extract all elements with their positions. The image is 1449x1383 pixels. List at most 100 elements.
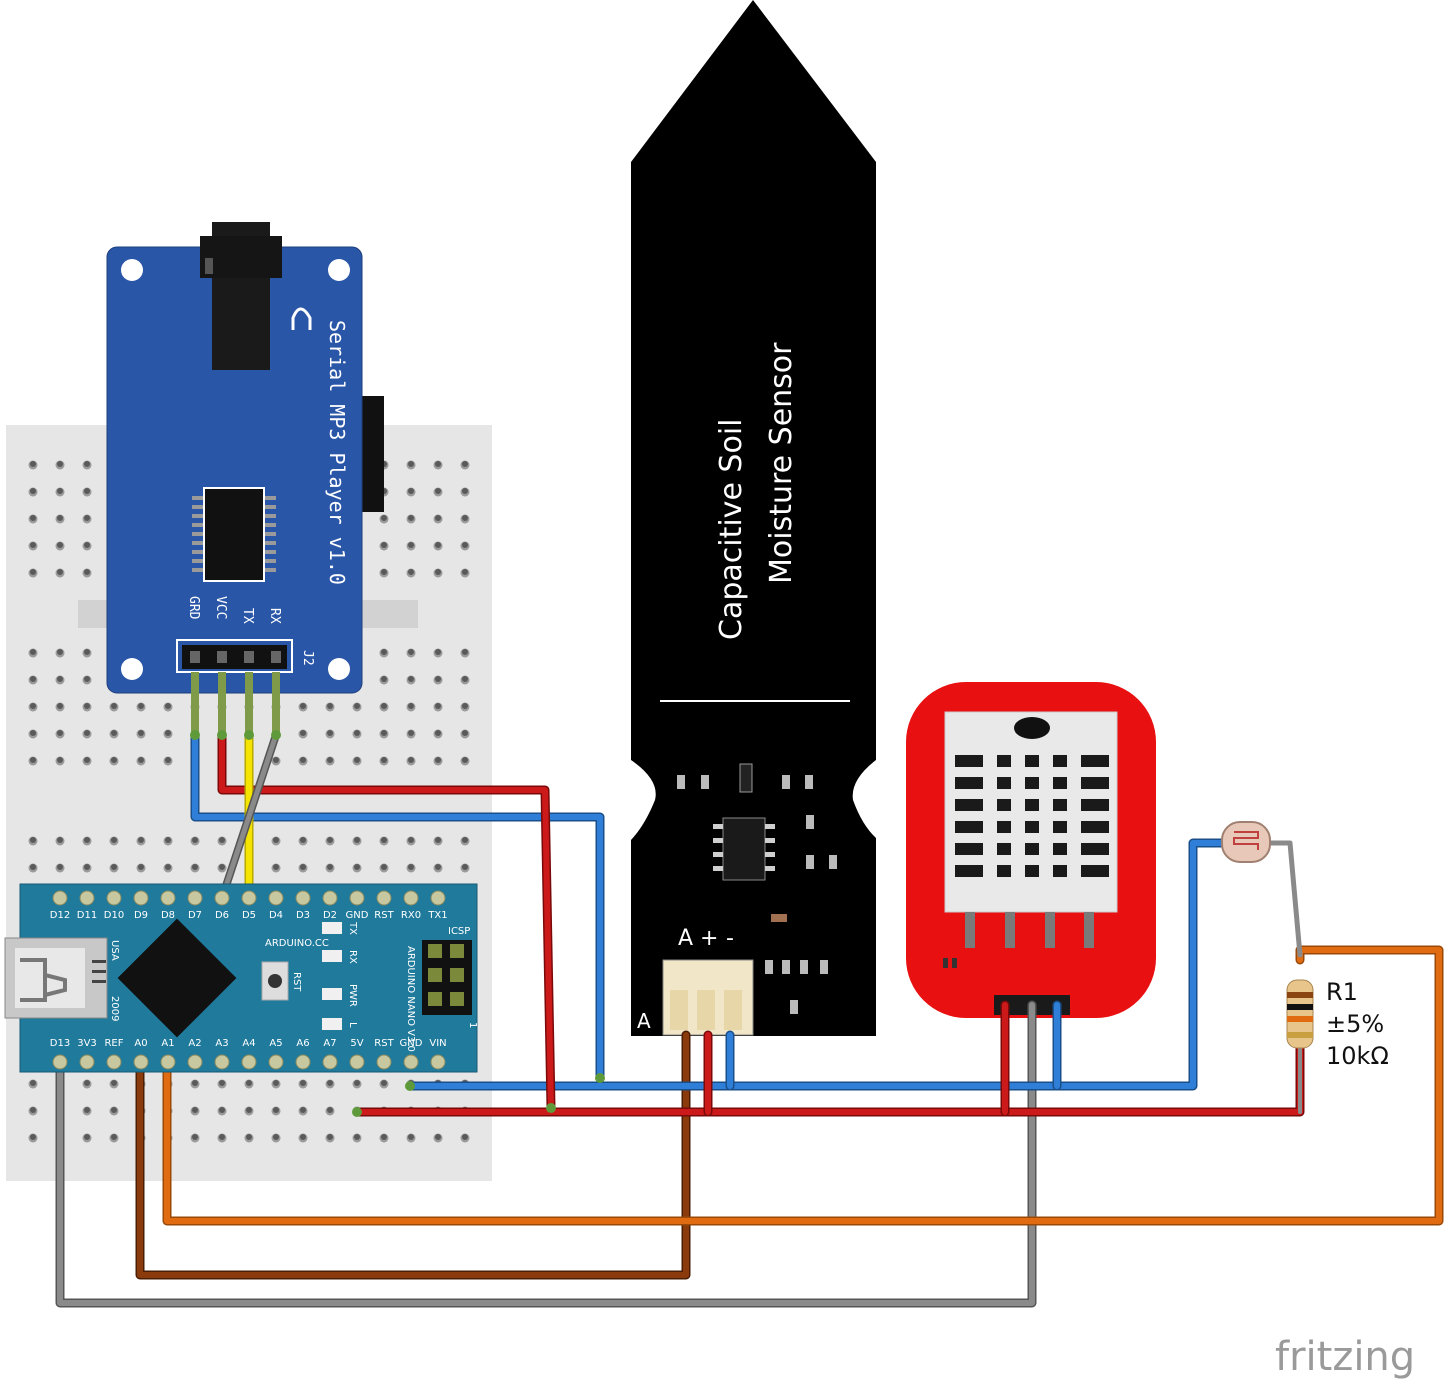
led-tx: TX [347, 921, 358, 935]
arduino-icsp: ICSP [448, 926, 470, 937]
top-pin-pad [79, 890, 95, 906]
bottom-pin-pad [322, 1054, 338, 1070]
sensor-pin-plus: + [700, 926, 718, 951]
bottom-pin-pad [133, 1054, 149, 1070]
resistor-name: R1 [1326, 978, 1358, 1006]
mp3-title: Serial MP3 Player v1.0 [325, 320, 349, 585]
bottom-pin-label: A4 [242, 1038, 255, 1049]
top-pin-label: GND [346, 910, 369, 921]
arduino-name: ARDUINO NANO V3.0 [405, 946, 416, 1052]
dht-sensor [906, 682, 1156, 1018]
resistor-r1: R1 ±5% 10kΩ [1286, 978, 1389, 1070]
top-pin-label: D10 [104, 910, 124, 921]
top-pin-pad [106, 890, 122, 906]
bottom-pin-pad [79, 1054, 95, 1070]
mp3-header-pins [182, 645, 287, 669]
led-pwr: PWR [347, 984, 358, 1007]
bottom-pin-label: RST [374, 1038, 394, 1049]
bottom-pin-pad [295, 1054, 311, 1070]
dht-vents [955, 755, 1109, 877]
bottom-pin-pad [187, 1054, 203, 1070]
bottom-pin-label: D13 [50, 1038, 70, 1049]
sensor-pin-minus: - [726, 926, 734, 951]
bottom-pin-label: 5V [350, 1038, 363, 1049]
resistor-tolerance: ±5% [1326, 1010, 1384, 1038]
bottom-pin-pad [268, 1054, 284, 1070]
mp3-pin-grd: GRD [186, 596, 201, 620]
top-pin-pad [403, 890, 419, 906]
top-pin-pad [187, 890, 203, 906]
bottom-pin-label: A3 [215, 1038, 228, 1049]
wire-ldr-leg [1265, 840, 1303, 958]
top-pin-label: D12 [50, 910, 70, 921]
led-l: L [347, 1022, 358, 1028]
top-pin-pad [268, 890, 284, 906]
top-pin-label: TX1 [427, 910, 447, 921]
bottom-pin-pad [403, 1054, 419, 1070]
bottom-pin-pad [160, 1054, 176, 1070]
bottom-pin-label: A5 [269, 1038, 282, 1049]
fritzing-watermark: fritzing [1275, 1334, 1415, 1380]
mp3-chip-pins [192, 496, 276, 572]
top-pin-pad [52, 890, 68, 906]
bottom-pin-label: GND [400, 1038, 423, 1049]
sensor-chip [722, 817, 766, 881]
mp3-pin-vcc: VCC [213, 596, 228, 619]
headphone-icon [291, 307, 312, 330]
top-pin-label: D2 [323, 910, 337, 921]
wires [55, 730, 1444, 1308]
bottom-pin-label: 3V3 [77, 1038, 97, 1049]
bottom-pin-label: A7 [323, 1038, 336, 1049]
top-pin-label: D11 [77, 910, 97, 921]
top-pin-pad [241, 890, 257, 906]
arduino-mcu [117, 918, 237, 1038]
top-pin-label: D4 [269, 910, 283, 921]
top-pin-label: D8 [161, 910, 175, 921]
top-pin-pad [133, 890, 149, 906]
bottom-pin-label: VIN [429, 1038, 446, 1049]
led-rx: RX [347, 950, 358, 964]
arduino-usa: USA [109, 940, 120, 961]
sensor-text-line2: Moisture Sensor [764, 342, 799, 584]
top-pin-label: D7 [188, 910, 202, 921]
bottom-pin-pad [214, 1054, 230, 1070]
top-pin-pad [322, 890, 338, 906]
top-pin-label: D5 [242, 910, 256, 921]
mp3-chip [203, 487, 265, 582]
bottom-pin-pad [376, 1054, 392, 1070]
bottom-pin-label: REF [104, 1038, 123, 1049]
mp3-player-board: Serial MP3 Player v1.0 GRD VCC TX RX J2 [106, 222, 384, 735]
sensor-pin-a: A [678, 926, 693, 951]
resistor-value: 10kΩ [1326, 1042, 1389, 1070]
mp3-connector-label: J2 [300, 650, 315, 666]
bottom-pin-pad [52, 1054, 68, 1070]
icsp-one-mark: 1 [467, 1022, 478, 1028]
top-pin-pad [160, 890, 176, 906]
bottom-pin-pad [349, 1054, 365, 1070]
bottom-pin-pad [241, 1054, 257, 1070]
top-pin-label: RX0 [401, 910, 421, 921]
reset-button[interactable] [261, 961, 289, 1001]
top-pin-pad [295, 890, 311, 906]
mp3-pin-tx: TX [240, 608, 255, 624]
bottom-pin-label: A6 [296, 1038, 309, 1049]
wire-red-5v [352, 1035, 1305, 1117]
sensor-text-line1: Capacitive Soil [714, 419, 749, 641]
mp3-pin-rx: RX [267, 608, 282, 624]
top-pin-label: D3 [296, 910, 310, 921]
soil-moisture-sensor: Capacitive Soil Moisture Sensor A + - A [631, 0, 876, 1036]
top-pin-pad [376, 890, 392, 906]
bottom-pin-pad [106, 1054, 122, 1070]
bottom-pin-label: A2 [188, 1038, 201, 1049]
bottom-pin-label: A1 [161, 1038, 174, 1049]
arduino-rst-label: RST [291, 972, 302, 992]
top-pin-pad [430, 890, 446, 906]
photoresistor [1221, 821, 1271, 863]
top-pin-pad [214, 890, 230, 906]
bottom-pin-pad [430, 1054, 446, 1070]
sensor-corner-label: A [637, 1009, 651, 1033]
top-pin-pad [349, 890, 365, 906]
arduino-website: ARDUINO.CC [265, 938, 329, 949]
